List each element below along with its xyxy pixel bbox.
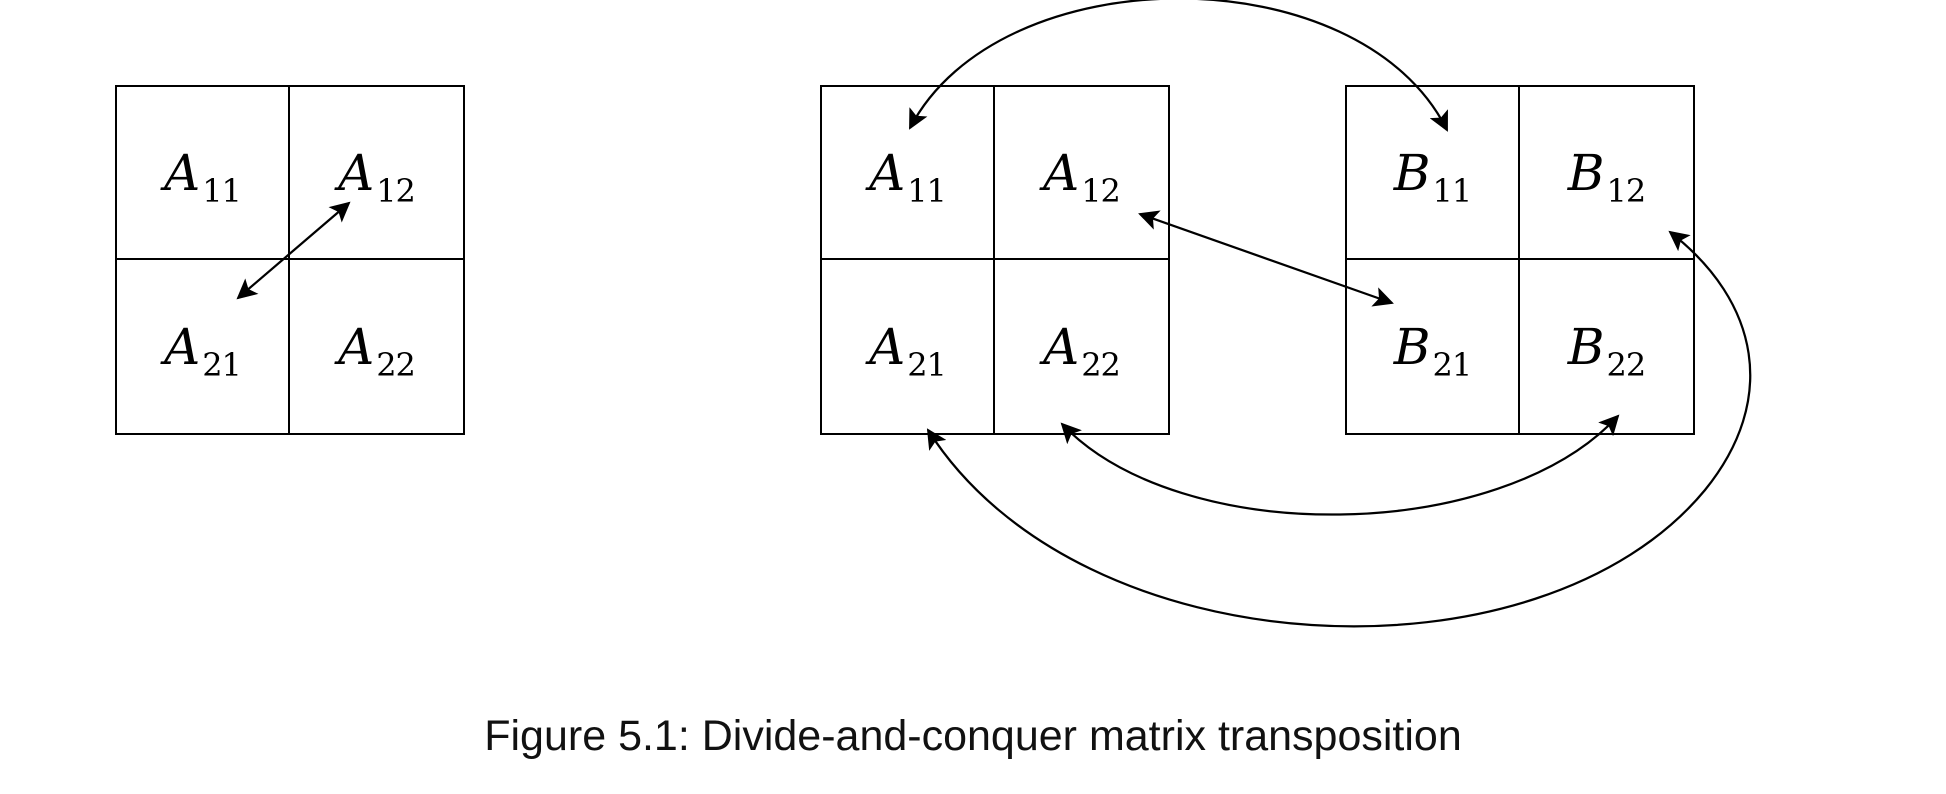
- cell-subscript: 12: [1081, 171, 1121, 210]
- cell-var: A: [338, 317, 375, 376]
- cell-var: A: [1043, 143, 1080, 202]
- cell-var: B: [1567, 317, 1605, 376]
- cell-var: A: [164, 317, 201, 376]
- cell-label: B22: [1568, 322, 1646, 381]
- cell-subscript: 11: [202, 171, 242, 210]
- matrix-a-cell-12: A12: [995, 87, 1168, 260]
- cell-subscript: 11: [1432, 171, 1473, 210]
- matrix-a-single-cell-21: A21: [117, 260, 290, 433]
- cell-label: A11: [164, 148, 242, 207]
- cell-subscript: 12: [376, 171, 416, 210]
- figure-caption: Figure 5.1: Divide-and-conquer matrix tr…: [484, 712, 1462, 760]
- cell-subscript: 22: [1081, 345, 1121, 384]
- matrix-a-cell-11: A11: [822, 87, 995, 260]
- matrix-a: A11 A12 A21 A22: [820, 85, 1170, 435]
- matrix-a-single: A11 A12 A21 A22: [115, 85, 465, 435]
- cell-var: A: [869, 143, 906, 202]
- matrix-b-cell-11: B11: [1347, 87, 1520, 260]
- cell-subscript: 21: [1432, 345, 1473, 384]
- cell-label: A12: [338, 148, 416, 207]
- cell-label: B11: [1394, 148, 1472, 207]
- matrix-a-cell-22: A22: [995, 260, 1168, 433]
- cell-var: A: [338, 143, 375, 202]
- cell-label: A21: [869, 322, 947, 381]
- matrix-a-single-cell-11: A11: [117, 87, 290, 260]
- cell-var: B: [1393, 143, 1431, 202]
- cell-var: B: [1393, 317, 1431, 376]
- cell-var: B: [1567, 143, 1605, 202]
- cell-label: A22: [338, 322, 416, 381]
- matrix-a-single-cell-12: A12: [290, 87, 463, 260]
- matrix-a-cell-21: A21: [822, 260, 995, 433]
- cell-var: A: [869, 317, 906, 376]
- cell-label: A21: [164, 322, 242, 381]
- matrix-b-cell-22: B22: [1520, 260, 1693, 433]
- cell-subscript: 12: [1606, 171, 1647, 210]
- cell-subscript: 21: [202, 345, 242, 384]
- cell-subscript: 21: [907, 345, 947, 384]
- matrix-b-cell-21: B21: [1347, 260, 1520, 433]
- cell-label: A11: [869, 148, 947, 207]
- cell-label: A12: [1043, 148, 1121, 207]
- cell-label: A22: [1043, 322, 1121, 381]
- cell-var: A: [1043, 317, 1080, 376]
- cell-subscript: 22: [376, 345, 416, 384]
- cell-label: B12: [1568, 148, 1646, 207]
- matrix-b: B11 B12 B21 B22: [1345, 85, 1695, 435]
- cell-subscript: 11: [907, 171, 947, 210]
- matrix-b-cell-12: B12: [1520, 87, 1693, 260]
- cell-subscript: 22: [1606, 345, 1647, 384]
- cell-label: B21: [1394, 322, 1472, 381]
- matrix-a-single-cell-22: A22: [290, 260, 463, 433]
- cell-var: A: [164, 143, 201, 202]
